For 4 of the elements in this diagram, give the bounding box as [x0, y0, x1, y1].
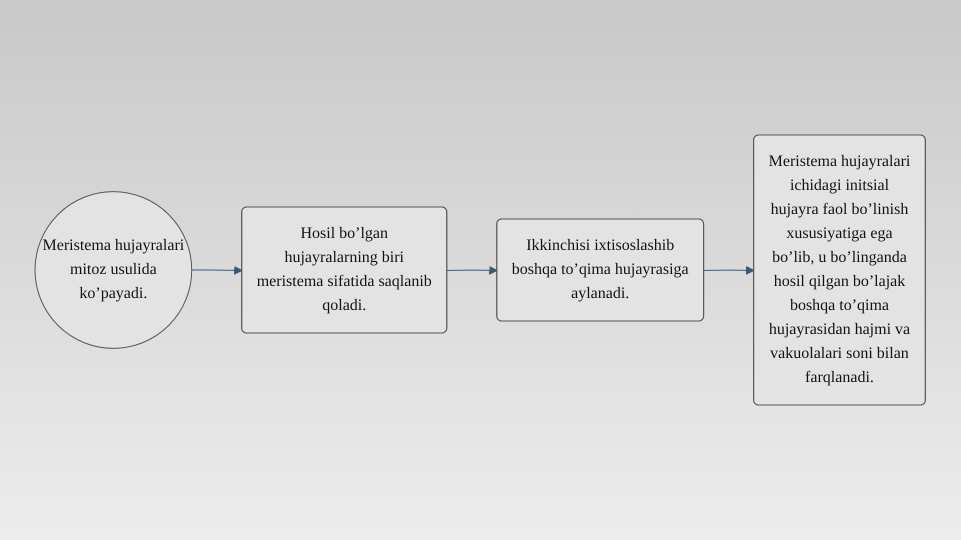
arrow — [447, 266, 498, 275]
arrow — [192, 266, 243, 275]
node-circle: Meristema hujayralari mitoz usulida ko’payadi. — [34, 191, 193, 349]
arrow — [704, 266, 755, 275]
